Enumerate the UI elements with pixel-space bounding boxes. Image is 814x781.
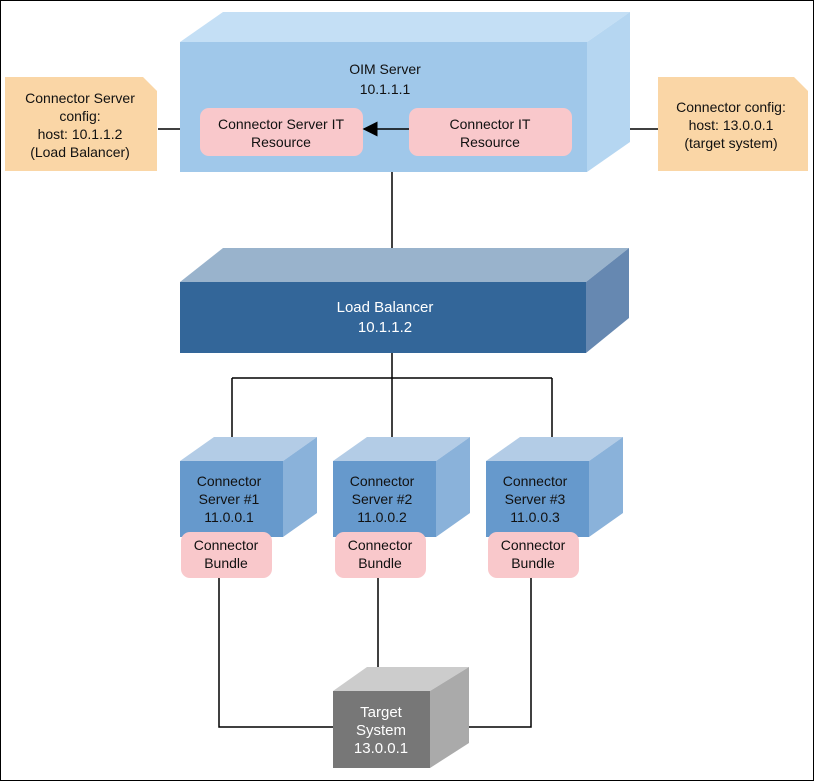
cs3-bundle-box (488, 532, 579, 578)
left-note-line-3: host: 10.1.1.2 (38, 126, 123, 142)
cs3-label-1: Connector (503, 473, 568, 489)
load-balancer-ip: 10.1.1.2 (358, 319, 412, 336)
bundle1-to-target-line (218, 578, 333, 728)
target-label-1: Target (360, 704, 403, 721)
cs2-front-face (333, 461, 436, 537)
cs3-bundle-label-1: Connector (501, 537, 566, 553)
connector-server-it-resource-label-1: Connector Server IT (218, 116, 344, 132)
cs1-top-face (180, 437, 317, 461)
cs2-label-3: 11.0.0.2 (357, 509, 407, 525)
oim-server-ip: 10.1.1.1 (360, 81, 411, 97)
connector-server-3: Connector Server #3 11.0.0.3 Connector B… (486, 437, 623, 578)
cs2-bundle-box (335, 532, 426, 578)
cs2-bundle-label-2: Bundle (358, 555, 402, 571)
left-note-line-1: Connector Server (25, 90, 135, 106)
left-note-line-4: (Load Balancer) (30, 144, 130, 160)
cs3-label-3: 11.0.0.3 (510, 509, 560, 525)
oim-server-box: OIM Server 10.1.1.1 Connector Server IT … (180, 12, 630, 172)
target-side-face (430, 667, 469, 768)
connector-it-resource-label-2: Resource (460, 134, 520, 150)
target-top-face (333, 667, 469, 691)
left-note-shape (5, 77, 157, 171)
connector-server-it-resource-label-2: Resource (251, 134, 311, 150)
cs3-top-face (486, 437, 623, 461)
cs3-front-face (486, 461, 589, 537)
target-front-face (333, 691, 430, 768)
oim-top-face (180, 12, 630, 42)
oim-side-face (587, 12, 630, 172)
target-label-3: 13.0.0.1 (354, 740, 408, 757)
cs1-bundle-label-1: Connector (194, 537, 259, 553)
cs2-top-face (333, 437, 470, 461)
oim-server-title: OIM Server (349, 61, 421, 77)
right-note-shape (658, 77, 808, 171)
connector-it-resource-box (409, 108, 572, 156)
connector-server-2: Connector Server #2 11.0.0.2 Connector B… (333, 437, 470, 578)
cs2-side-face (436, 437, 470, 537)
connector-server-1: Connector Server #1 11.0.0.1 Connector B… (180, 437, 317, 578)
right-config-note: Connector config: host: 13.0.0.1 (target… (658, 77, 808, 171)
connector-server-it-resource-box (200, 108, 363, 156)
connector-it-resource-label-1: Connector IT (450, 116, 531, 132)
left-config-note: Connector Server config: host: 10.1.1.2 … (5, 77, 157, 171)
load-balancer-box: Load Balancer 10.1.1.2 (180, 248, 629, 353)
left-note-line-2: config: (59, 108, 100, 124)
lb-front-face (180, 282, 586, 353)
cs1-label-2: Server #1 (199, 491, 260, 507)
cs1-bundle-box (181, 532, 272, 578)
target-system-box: Target System 13.0.0.1 (333, 667, 469, 768)
right-note-line-3: (target system) (684, 135, 777, 151)
cs2-label-2: Server #2 (352, 491, 413, 507)
lb-side-face (586, 248, 629, 353)
cs1-label-1: Connector (197, 473, 262, 489)
cs1-side-face (283, 437, 317, 537)
cs3-bundle-label-2: Bundle (511, 555, 555, 571)
cs1-label-3: 11.0.0.1 (204, 509, 254, 525)
cs2-bundle-label-1: Connector (348, 537, 413, 553)
cs3-label-2: Server #3 (505, 491, 566, 507)
cs2-label-1: Connector (350, 473, 415, 489)
right-note-line-2: host: 13.0.0.1 (689, 117, 774, 133)
lb-top-face (180, 248, 629, 282)
cs1-bundle-label-2: Bundle (204, 555, 248, 571)
right-note-line-1: Connector config: (676, 99, 786, 115)
target-label-2: System (356, 722, 406, 739)
load-balancer-title: Load Balancer (337, 299, 434, 316)
cs3-side-face (589, 437, 623, 537)
cs1-front-face (180, 461, 283, 537)
